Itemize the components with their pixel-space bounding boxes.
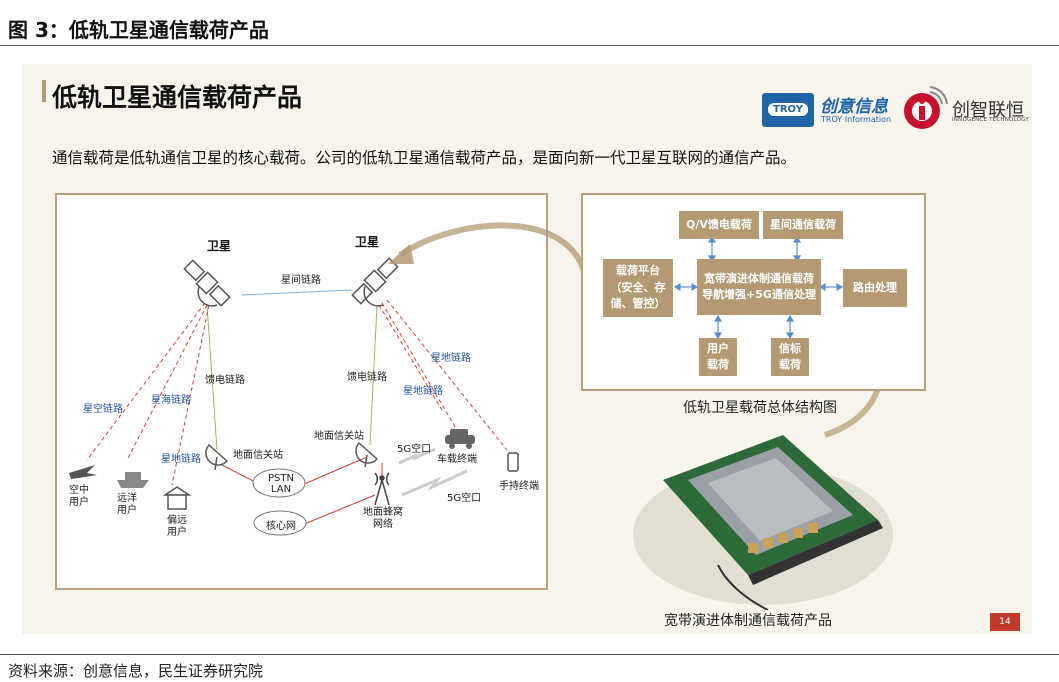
platform-line1: 载荷平台 (616, 264, 660, 278)
troy-logo-icon: TROY (762, 93, 814, 127)
handheld-icon (507, 452, 519, 472)
core-network-label: 核心网 (266, 521, 296, 532)
house-icon (162, 486, 192, 510)
sat-ground-link-right-top-label: 星地链路 (431, 353, 471, 364)
troy-logo-subtext: TROY Information (821, 115, 892, 124)
top-divider (0, 45, 1059, 46)
slide-title: 低轨卫星通信载荷产品 (52, 83, 303, 112)
feeder-link-right-line (369, 304, 378, 446)
satellite-right-icon (351, 257, 399, 305)
figure-title: 图 3：低轨卫星通信载荷产品 (8, 18, 269, 42)
user-payload-line1: 用户 (707, 341, 729, 355)
troy-logo-badge: TROY (768, 103, 808, 116)
ground-station-left-label: 地面信关站 (233, 450, 283, 461)
ocean-user-line2: 用户 (117, 505, 137, 516)
satellite-right-label: 卫星 (355, 235, 380, 249)
user-payload-line2: 载荷 (707, 358, 729, 371)
beacon-payload-block: 信标 载荷 (771, 338, 809, 376)
remote-user-line1: 偏远 (167, 515, 187, 526)
payload-platform-block: 载荷平台 （安全、存 储、管控） (603, 259, 673, 317)
beacon-payload-line1: 信标 (779, 341, 801, 355)
product-caption: 宽带演进体制通信载荷产品 (664, 613, 832, 629)
qv-feeder-payload-block: Q/V馈电载荷 (679, 211, 759, 239)
payload-product-image (633, 435, 893, 610)
5g-air-link-bottom (401, 469, 468, 497)
feeder-link-left-label: 馈电链路 (205, 375, 245, 386)
pstn-label: PSTN (268, 473, 294, 484)
sat-ground-link-left-label: 星地链路 (161, 454, 201, 465)
source-note: 资料来源：创意信息，民生证券研究院 (8, 662, 264, 680)
air-user-line1: 空中 (69, 485, 89, 496)
cell-tower-icon (374, 472, 390, 506)
bottom-divider (0, 654, 1059, 655)
core-network-cloud-icon (253, 510, 307, 536)
vehicle-icon (445, 429, 475, 449)
inter-sat-payload-block: 星间通信载荷 (763, 211, 843, 239)
page-number-badge: 14 (990, 613, 1020, 631)
lan-label: LAN (270, 484, 292, 495)
cellular-network-label: 地面蜂窝网络 (363, 507, 403, 531)
intro-text: 通信载荷是低轨通信卫星的核心载荷。公司的低轨卫星通信载荷产品，是面向新一代卫星互… (52, 149, 797, 167)
5g-air-top-label: 5G空口 (397, 444, 432, 455)
architecture-caption: 低轨卫星载荷总体结构图 (683, 400, 837, 416)
sat-ground-link-right-mid-label: 星地链路 (403, 386, 443, 397)
cellular-line2: 网络 (373, 519, 393, 530)
air-user-line2: 用户 (69, 497, 89, 508)
sat-sea-link-label: 星海链路 (151, 395, 191, 406)
core-payload-block: 宽带演进体制通信载荷 导航增强+5G通信处理 (697, 259, 821, 315)
core-line1: 宽带演进体制通信载荷 (704, 271, 814, 285)
satellite-left-icon (183, 259, 231, 307)
pstn-lan-cloud-icon (252, 468, 306, 498)
platform-line2: （安全、存 (610, 280, 666, 294)
handheld-terminal-label: 手持终端 (499, 481, 539, 492)
innogence-logo-text: 创智联恒 (952, 100, 1024, 121)
ground-links (221, 456, 383, 526)
core-line2: 导航增强+5G通信处理 (702, 288, 816, 301)
cellular-line1: 地面蜂窝 (363, 507, 403, 518)
ground-station-left-icon (205, 443, 229, 471)
routing-block: 路由处理 (843, 269, 907, 307)
ground-station-right-label: 地面信关站 (314, 431, 364, 442)
troy-logo-text: 创意信息 (820, 97, 888, 117)
ocean-user-line1: 远洋 (117, 493, 137, 504)
5g-air-link-top (398, 447, 436, 465)
ocean-user-label: 远洋用户 (117, 493, 137, 517)
air-user-label: 空中用户 (69, 485, 89, 509)
vehicle-terminal-label: 车载终端 (437, 454, 477, 465)
network-diagram-panel: 卫星 卫星 星间链路 馈电链路 馈电链路 星空链路 星海链路 星地链路 星地链路… (55, 193, 548, 590)
user-payload-block: 用户 载荷 (699, 338, 737, 376)
beacon-payload-line2: 载荷 (779, 358, 801, 371)
inter-sat-link-label: 星间链路 (281, 275, 321, 286)
innogence-logo-subtext: INNOGENCE TECHNOLOGY (952, 117, 1029, 123)
platform-line3: 储、管控） (610, 297, 666, 311)
feeder-link-right-label: 馈电链路 (347, 372, 387, 383)
ground-station-right-icon (355, 441, 379, 468)
architecture-arrows (673, 235, 844, 340)
user-links (86, 299, 508, 486)
5g-air-bottom-label: 5G空口 (447, 493, 482, 504)
sat-air-link-label: 星空链路 (83, 404, 123, 415)
innogence-logo-icon (904, 86, 948, 129)
title-accent-bar (42, 80, 46, 102)
satellite-left-label: 卫星 (207, 239, 232, 253)
feeder-link-left-line (206, 304, 218, 451)
remote-user-label: 偏远用户 (167, 515, 187, 539)
airplane-icon (69, 465, 97, 479)
architecture-panel: Q/V馈电载荷 星间通信载荷 载荷平台 （安全、存 储、管控） 宽带演进体制通信… (581, 193, 926, 391)
remote-user-line2: 用户 (167, 527, 187, 538)
ship-icon (117, 472, 149, 488)
network-links (69, 257, 519, 536)
inter-sat-link-line (241, 289, 353, 296)
